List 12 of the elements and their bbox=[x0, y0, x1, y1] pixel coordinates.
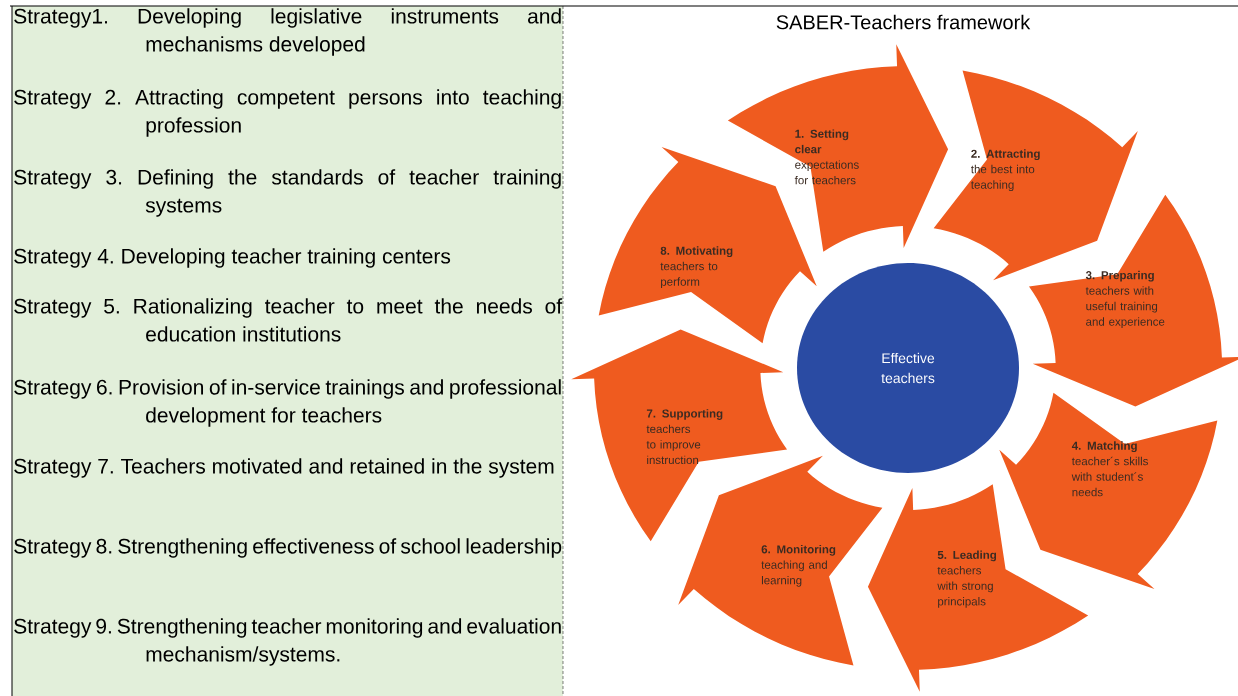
strategy-text: Strategy 2. Attracting competent persons into teaching profession bbox=[14, 89, 561, 137]
strategy-text: Strategy 9. Strengthening teacher monitoring and evaluation mechanism/systems. bbox=[14, 618, 561, 666]
title: SABER-Teachers framework bbox=[776, 14, 1031, 30]
strategy-text: Strategy 8. Strengthening effectiveness of school leadership bbox=[14, 538, 562, 558]
strategy-text: Strategy 3. Defining the standards of teacher training systems bbox=[14, 169, 561, 217]
strategy-text: Strategy 4. Developing teacher training centers bbox=[14, 248, 451, 268]
strategy-text: Strategy 5. Rationalizing teacher to meet the needs of education institutions bbox=[14, 298, 563, 342]
strategy-text: Strategy1. Developing legislative instruments and mechanisms developed bbox=[14, 8, 561, 56]
arrow-segment: 4. Matching teacher´s skills with student´s needs bbox=[999, 392, 1218, 589]
arrow-segment: 3. Preparing teachers with useful training and experience bbox=[1029, 194, 1238, 407]
strategy-text: Strategy 6. Provision of in-service trainings and professional development for teachers bbox=[14, 379, 561, 427]
arrow-segment: 7. Supporting teachers to improve instruction bbox=[571, 329, 788, 542]
